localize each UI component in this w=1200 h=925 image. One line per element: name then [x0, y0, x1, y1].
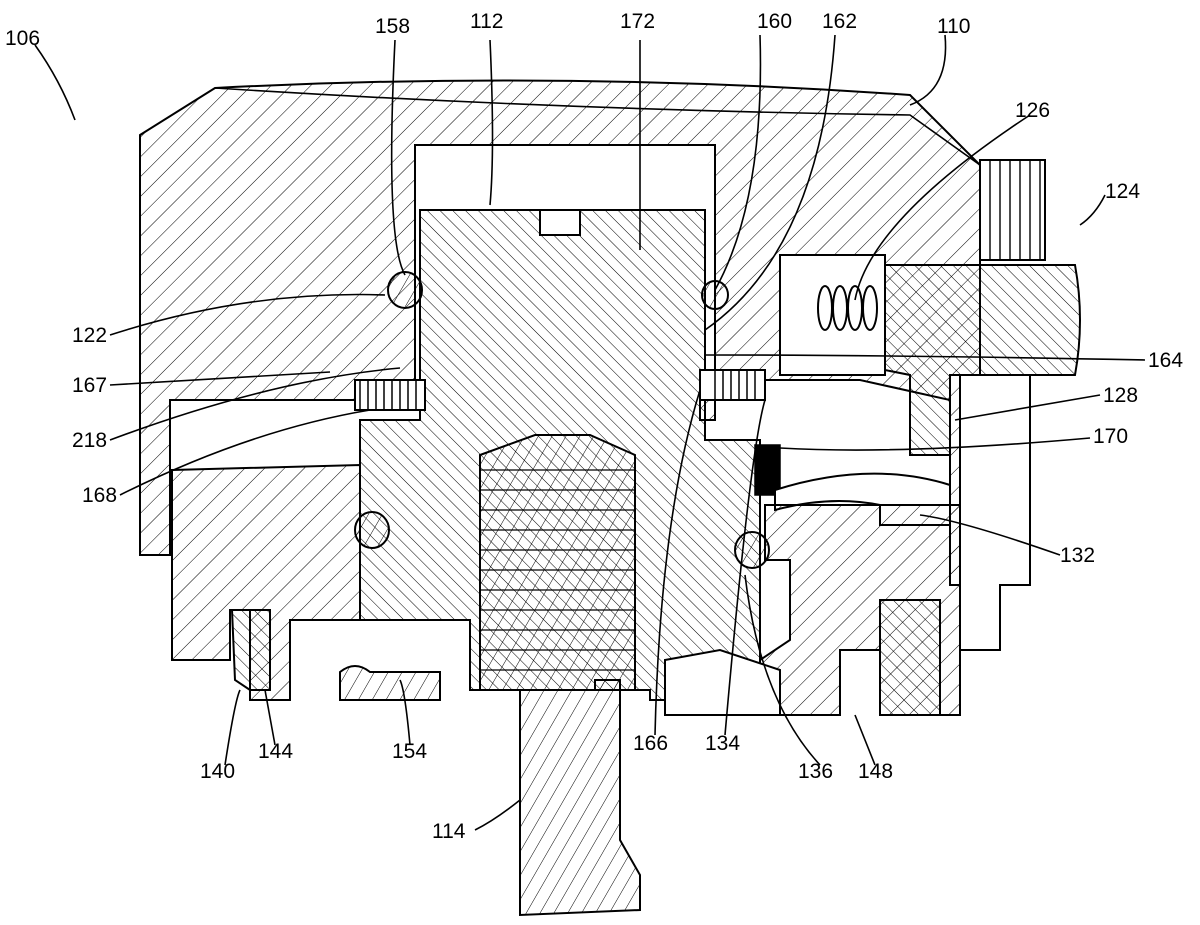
- label-106: 106: [5, 27, 40, 50]
- label-164: 164: [1148, 349, 1183, 372]
- label-166: 166: [633, 732, 668, 755]
- label-136: 136: [798, 760, 833, 783]
- label-112: 112: [470, 10, 503, 33]
- nut-140: [230, 609, 271, 691]
- pin-154: [339, 665, 441, 701]
- button: [884, 264, 1081, 456]
- label-168: 168: [82, 484, 117, 507]
- label-172: 172: [620, 10, 655, 33]
- label-114: 114: [432, 820, 466, 843]
- o-ring-158: [387, 271, 423, 309]
- knurled-edge: [979, 159, 1046, 261]
- label-132: 132: [1060, 544, 1095, 567]
- o-ring-136: [734, 531, 770, 569]
- label-218: 218: [72, 429, 107, 452]
- spring: [817, 285, 878, 331]
- label-167: 167: [72, 374, 107, 397]
- nut-148: [879, 599, 941, 716]
- label-144: 144: [258, 740, 293, 763]
- o-ring-160: [701, 280, 729, 310]
- label-162: 162: [822, 10, 857, 33]
- label-126: 126: [1015, 99, 1050, 122]
- label-122: 122: [72, 324, 107, 347]
- label-154: 154: [392, 740, 427, 763]
- label-110: 110: [937, 15, 970, 38]
- label-140: 140: [200, 760, 235, 783]
- label-134: 134: [705, 732, 740, 755]
- label-170: 170: [1093, 425, 1128, 448]
- bottom-left-collar: [171, 463, 361, 701]
- label-158: 158: [375, 15, 410, 38]
- label-160: 160: [757, 10, 792, 33]
- stem: [519, 679, 641, 917]
- label-124: 124: [1105, 180, 1140, 203]
- label-148: 148: [858, 760, 893, 783]
- leader-lines: [34, 34, 1146, 831]
- reference-labels: 106 158 112 172 160 162 110 126 124 122 …: [5, 10, 1183, 843]
- label-128: 128: [1103, 384, 1138, 407]
- housing: [139, 79, 981, 586]
